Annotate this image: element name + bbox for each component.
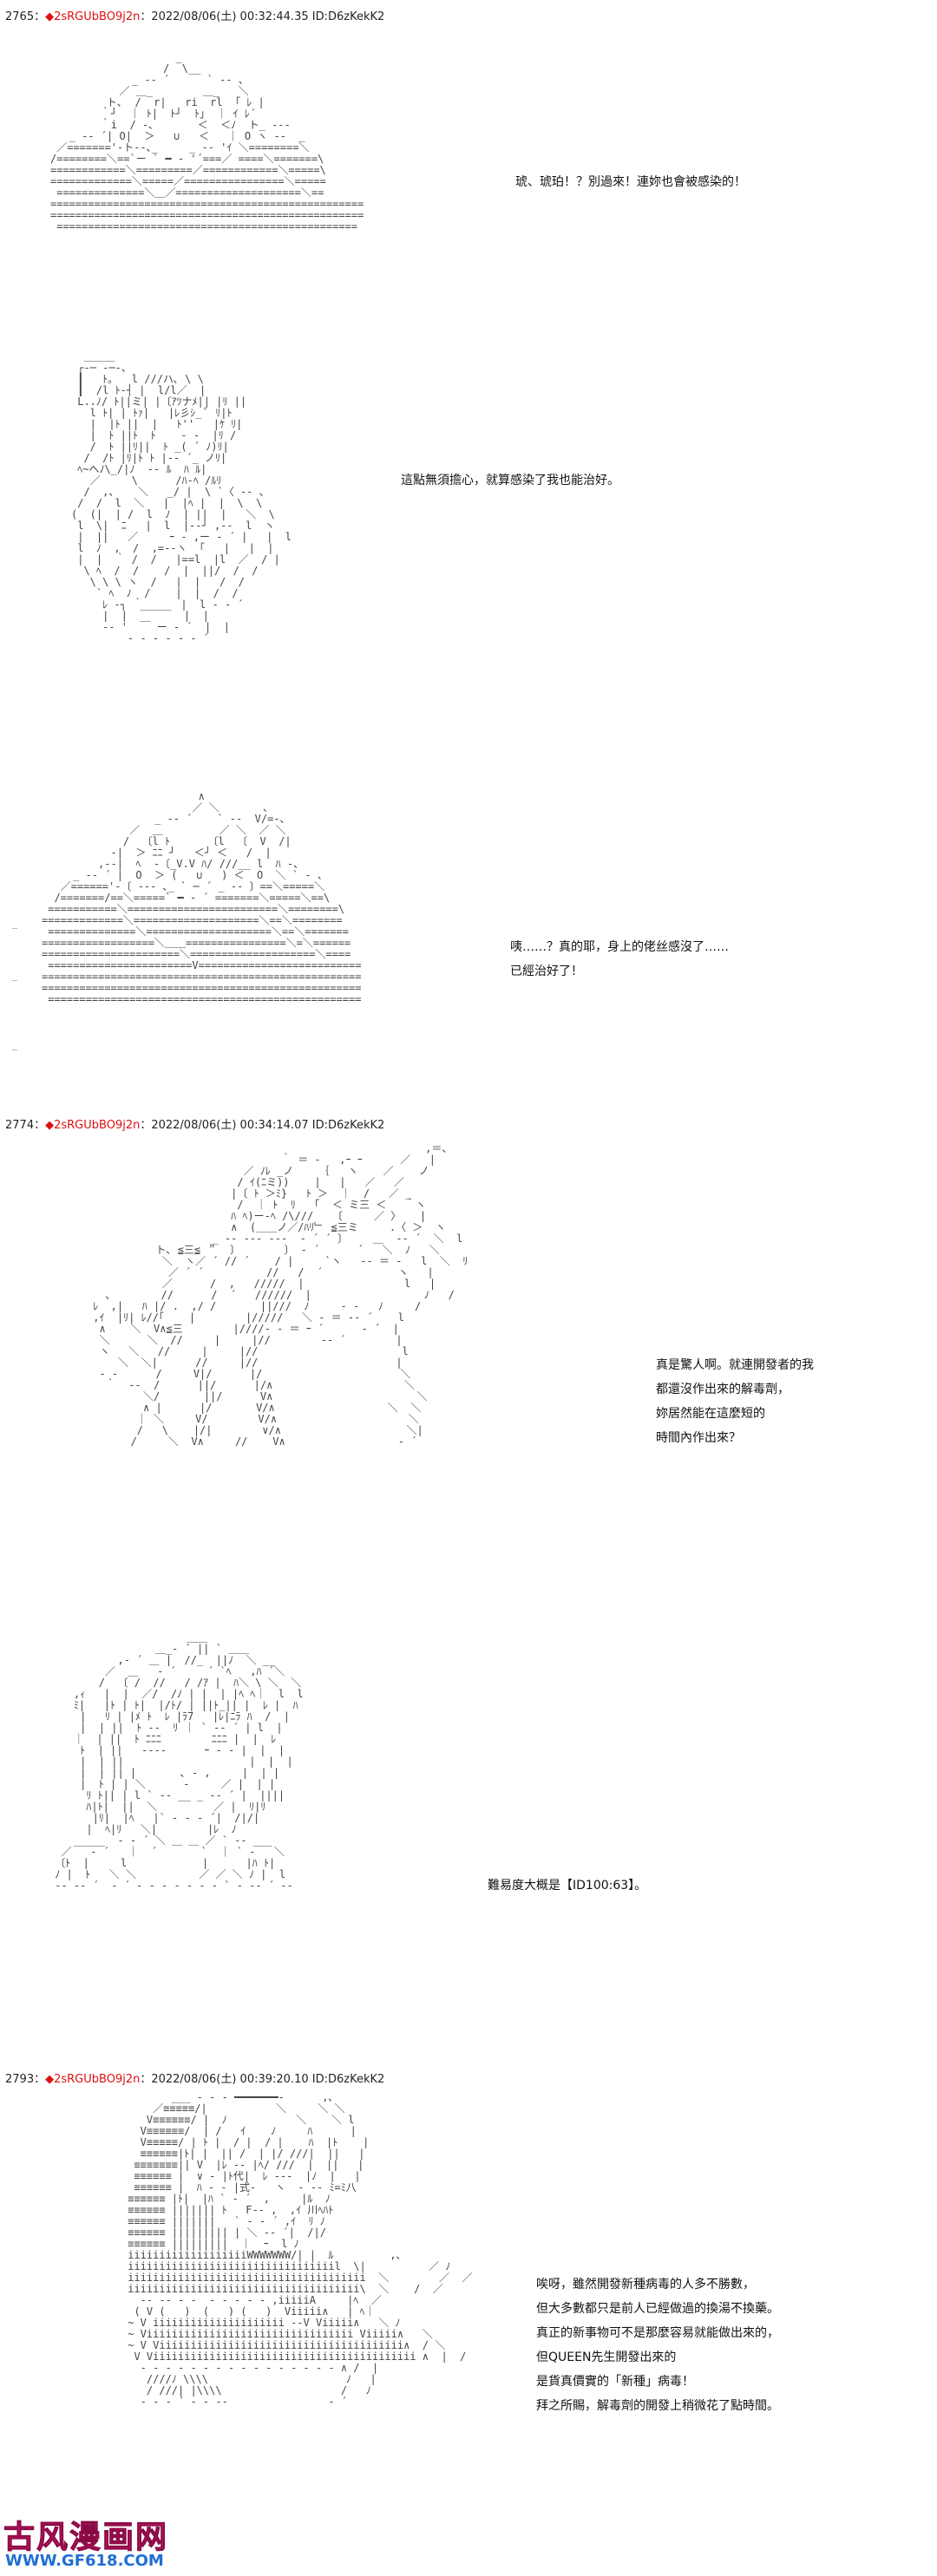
dialog-line: 真正的新事物可不是那麼容易就能做出來的， [536, 2326, 779, 2340]
site-watermark: 古风漫画网 WWW.GF618.COM [0, 2512, 191, 2576]
dialog-line: 難易度大概是【ID100:63】。 [488, 1879, 647, 1893]
dialog-line: 這點無須擔心，就算感染了我也能治好。 [401, 474, 619, 487]
post-meta: ：2022/08/06(土) 00:32:44.35 ID:D6zKekK2 [140, 10, 385, 23]
ascii-art: ,＝、 ｀ ＝ ‐ ,ｰ ｰ ／ | ／ ﾉﾚ _ノ ｛ ヽ ／ ノ / ｲ(ﾆ… [93, 1142, 468, 1448]
ascii-art: ＿＿ ＿_‐ ´ || ` ＿＿ ,‐ ´ ＿ | //_ ||ﾉ ＼ __ ／… [55, 1631, 304, 1892]
dialog-line: 是貨真價實的「新種」病毒！ [536, 2375, 694, 2389]
trip-diamond-icon: ◆ [45, 1119, 55, 1132]
post-trip[interactable]: 2sRGUbBO9j2n [54, 2073, 141, 2086]
dialog-text: 琥、琥珀！？別過來！連妳也會被感染的！ [515, 170, 746, 194]
post-meta: ：2022/08/06(土) 00:39:20.10 ID:D6zKekK2 [140, 2073, 385, 2086]
dialog-line: 已經治好了！ [510, 964, 583, 978]
dialog-line: 唉呀，雖然開發新種病毒的人多不勝數， [536, 2278, 755, 2292]
dialog-line: 真是驚人啊。就連開發者的我 [656, 1358, 814, 1372]
trip-diamond-icon: ◆ [45, 10, 55, 23]
post-number: 2765 [5, 10, 35, 23]
dialog-text: 真是驚人啊。就連開發者的我 都還沒作出來的解毒劑， 妳居然能在這麼短的 時間內作… [656, 1353, 814, 1450]
dialog-line: 但QUEEN先生開發出來的 [536, 2350, 677, 2364]
post-number: 2793 [5, 2073, 35, 2086]
dialog-line: 琥、琥珀！？別過來！連妳也會被感染的！ [515, 175, 746, 189]
dialog-line: 咦……？真的耶，身上的佬丝感沒了…… [510, 940, 729, 954]
ascii-art: ＿＿＿ ┌‐─ ‐─‐、 ┃ ﾄ｡ l ///ハ､ \ \ ┃ /l ﾄ‐┤ |… [71, 350, 292, 644]
post-header: 2774：◆2sRGUbBO9j2n：2022/08/06(土) 00:34:1… [5, 1119, 385, 1132]
ascii-art: _ / \__ _ -‐ ´ ` ‐- 、 ／ ＿_ ＿_ ＼ ト､ / r| … [50, 51, 364, 232]
dialog-line: 時間內作出來？ [656, 1431, 741, 1445]
watermark-url: WWW.GF618.COM [5, 2552, 164, 2570]
post-number: 2774 [5, 1119, 35, 1132]
dialog-line: 但大多數都只是前人已經做過的換湯不換藥。 [536, 2302, 779, 2316]
trip-diamond-icon: ◆ [45, 2073, 55, 2086]
dialog-line: 拜之所賜，解毒劑的開發上稍微花了點時間。 [536, 2399, 779, 2413]
dialog-text: 這點無須擔心，就算感染了我也能治好。 [401, 468, 619, 493]
dialog-line: 都還沒作出來的解毒劑， [656, 1383, 790, 1396]
dialog-text: 咦……？真的耶，身上的佬丝感沒了…… 已經治好了！ [510, 935, 729, 984]
dialog-line: 妳居然能在這麼短的 [656, 1407, 765, 1421]
post-trip[interactable]: 2sRGUbBO9j2n [54, 10, 141, 23]
post-header: 2793：◆2sRGUbBO9j2n：2022/08/06(土) 00:39:2… [5, 2073, 385, 2086]
dialog-text: 唉呀，雖然開發新種病毒的人多不勝數， 但大多數都只是前人已經做過的換湯不換藥。 … [536, 2272, 779, 2418]
ascii-art: ∧ ／ ＼ ､ _ -‐ ´ ` ‐- V/=-、 ／ ＿ ／ ＼ ／ ＼ / … [42, 790, 362, 1005]
post-trip[interactable]: 2sRGUbBO9j2n [54, 1119, 141, 1132]
post-header: 2765：◆2sRGUbBO9j2n：2022/08/06(土) 00:32:4… [5, 10, 385, 23]
dialog-text: 難易度大概是【ID100:63】。 [488, 1873, 646, 1898]
watermark-title: 古风漫画网 [3, 2520, 169, 2556]
ascii-art: ___ ‐ ‐ ‐ ━━━━━━━‐ ,､ ／≡≡≡≡≡/| ＼ ＼ ＼ V≡≡… [128, 2091, 473, 2408]
post-meta: ：2022/08/06(土) 00:34:14.07 ID:D6zKekK2 [140, 1119, 385, 1132]
